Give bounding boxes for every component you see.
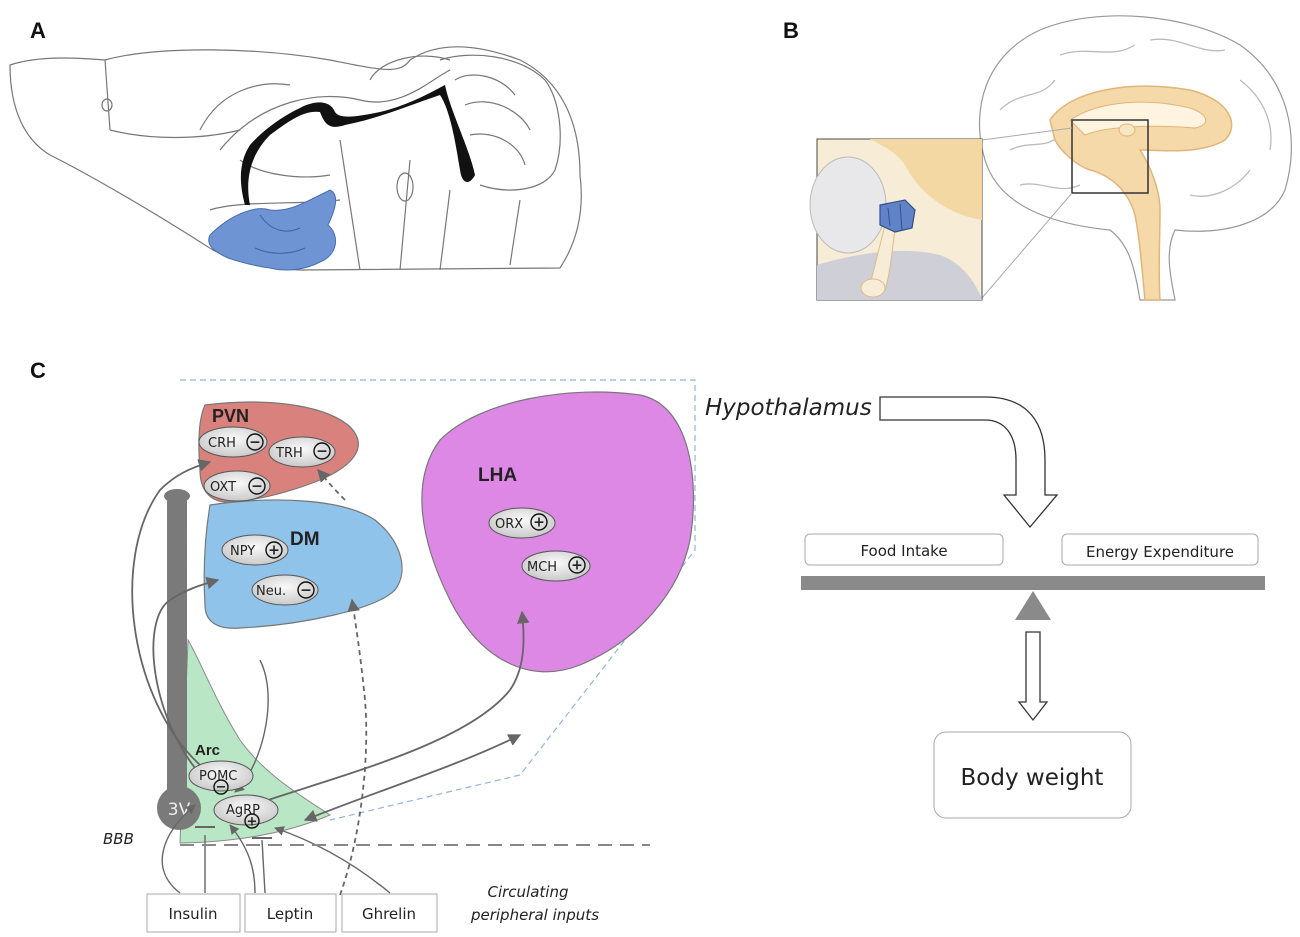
third-ventricle-label: 3V: [168, 800, 191, 820]
lha-label: LHA: [478, 465, 517, 486]
neuron-npy: NPY +: [221, 534, 289, 566]
svg-text:OXT: OXT: [210, 480, 236, 495]
neuron-trh: TRH −: [268, 436, 336, 468]
neuron-pomc: POMC −: [188, 760, 254, 795]
mouse-hypothalamus-region: [208, 189, 337, 271]
balance-fulcrum: [1015, 591, 1051, 620]
dm-region: [203, 499, 403, 629]
pvn-label: PVN: [212, 406, 249, 426]
circuit-arrows: [131, 459, 530, 896]
neuron-mch: MCH +: [521, 550, 591, 582]
svg-text:TRH: TRH: [275, 446, 303, 461]
svg-text:+: +: [571, 558, 583, 574]
body-weight-box: Body weight: [933, 731, 1132, 819]
leptin-box: Leptin: [244, 893, 337, 933]
svg-text:Energy Expenditure: Energy Expenditure: [1086, 543, 1234, 561]
svg-text:+: +: [268, 543, 280, 559]
neuron-crh: CRH −: [198, 426, 268, 458]
svg-text:ORX: ORX: [495, 517, 523, 532]
svg-text:−: −: [316, 444, 328, 460]
svg-text:+: +: [533, 515, 545, 531]
panel-c-letter: C: [30, 358, 46, 383]
svg-text:CRH: CRH: [208, 436, 236, 451]
panel-a-letter: A: [30, 18, 46, 43]
lha-region: [421, 391, 695, 673]
energy-expenditure-box: Energy Expenditure: [1061, 533, 1259, 566]
circulating-label-line2: peripheral inputs: [470, 906, 599, 924]
circulating-label-line1: Circulating: [488, 883, 569, 901]
dm-label: DM: [290, 529, 320, 550]
human-brain-sagittal: [978, 15, 1292, 301]
svg-text:MCH: MCH: [527, 560, 557, 575]
balance-beam: [801, 576, 1265, 590]
svg-text:Food Intake: Food Intake: [860, 542, 947, 560]
panel-b-letter: B: [783, 18, 799, 43]
body-weight-arrow: [1017, 631, 1049, 722]
svg-text:Neu.: Neu.: [256, 584, 286, 599]
svg-text:Body weight: Body weight: [961, 765, 1104, 791]
ghrelin-box: Ghrelin: [341, 893, 438, 933]
neuron-orx: ORX +: [488, 507, 556, 539]
svg-text:−: −: [216, 780, 227, 795]
neuron-neu: Neu. −: [251, 574, 319, 606]
svg-text:NPY: NPY: [230, 544, 255, 559]
svg-text:−: −: [251, 479, 263, 495]
svg-text:−: −: [300, 583, 312, 599]
arc-label: Arc: [195, 742, 220, 759]
mouse-ventricle-shape: [240, 85, 475, 205]
svg-text:−: −: [249, 435, 261, 451]
hypothalamus-inset: [809, 138, 983, 301]
hypothalamus-label: Hypothalamus: [705, 395, 872, 421]
neuron-oxt: OXT −: [203, 470, 271, 502]
mouse-brain-sagittal: [9, 46, 582, 271]
bbb-label: BBB: [103, 830, 134, 848]
food-intake-box: Food Intake: [804, 533, 1004, 566]
hypothalamus-curved-arrow: [879, 396, 1059, 529]
svg-text:POMC: POMC: [199, 769, 237, 784]
svg-text:+: +: [247, 815, 258, 830]
svg-text:Ghrelin: Ghrelin: [362, 905, 416, 923]
svg-text:Leptin: Leptin: [267, 905, 313, 923]
svg-text:Insulin: Insulin: [168, 905, 217, 923]
neuron-agrp: AgRP +: [213, 794, 279, 830]
insulin-box: Insulin: [146, 893, 241, 933]
